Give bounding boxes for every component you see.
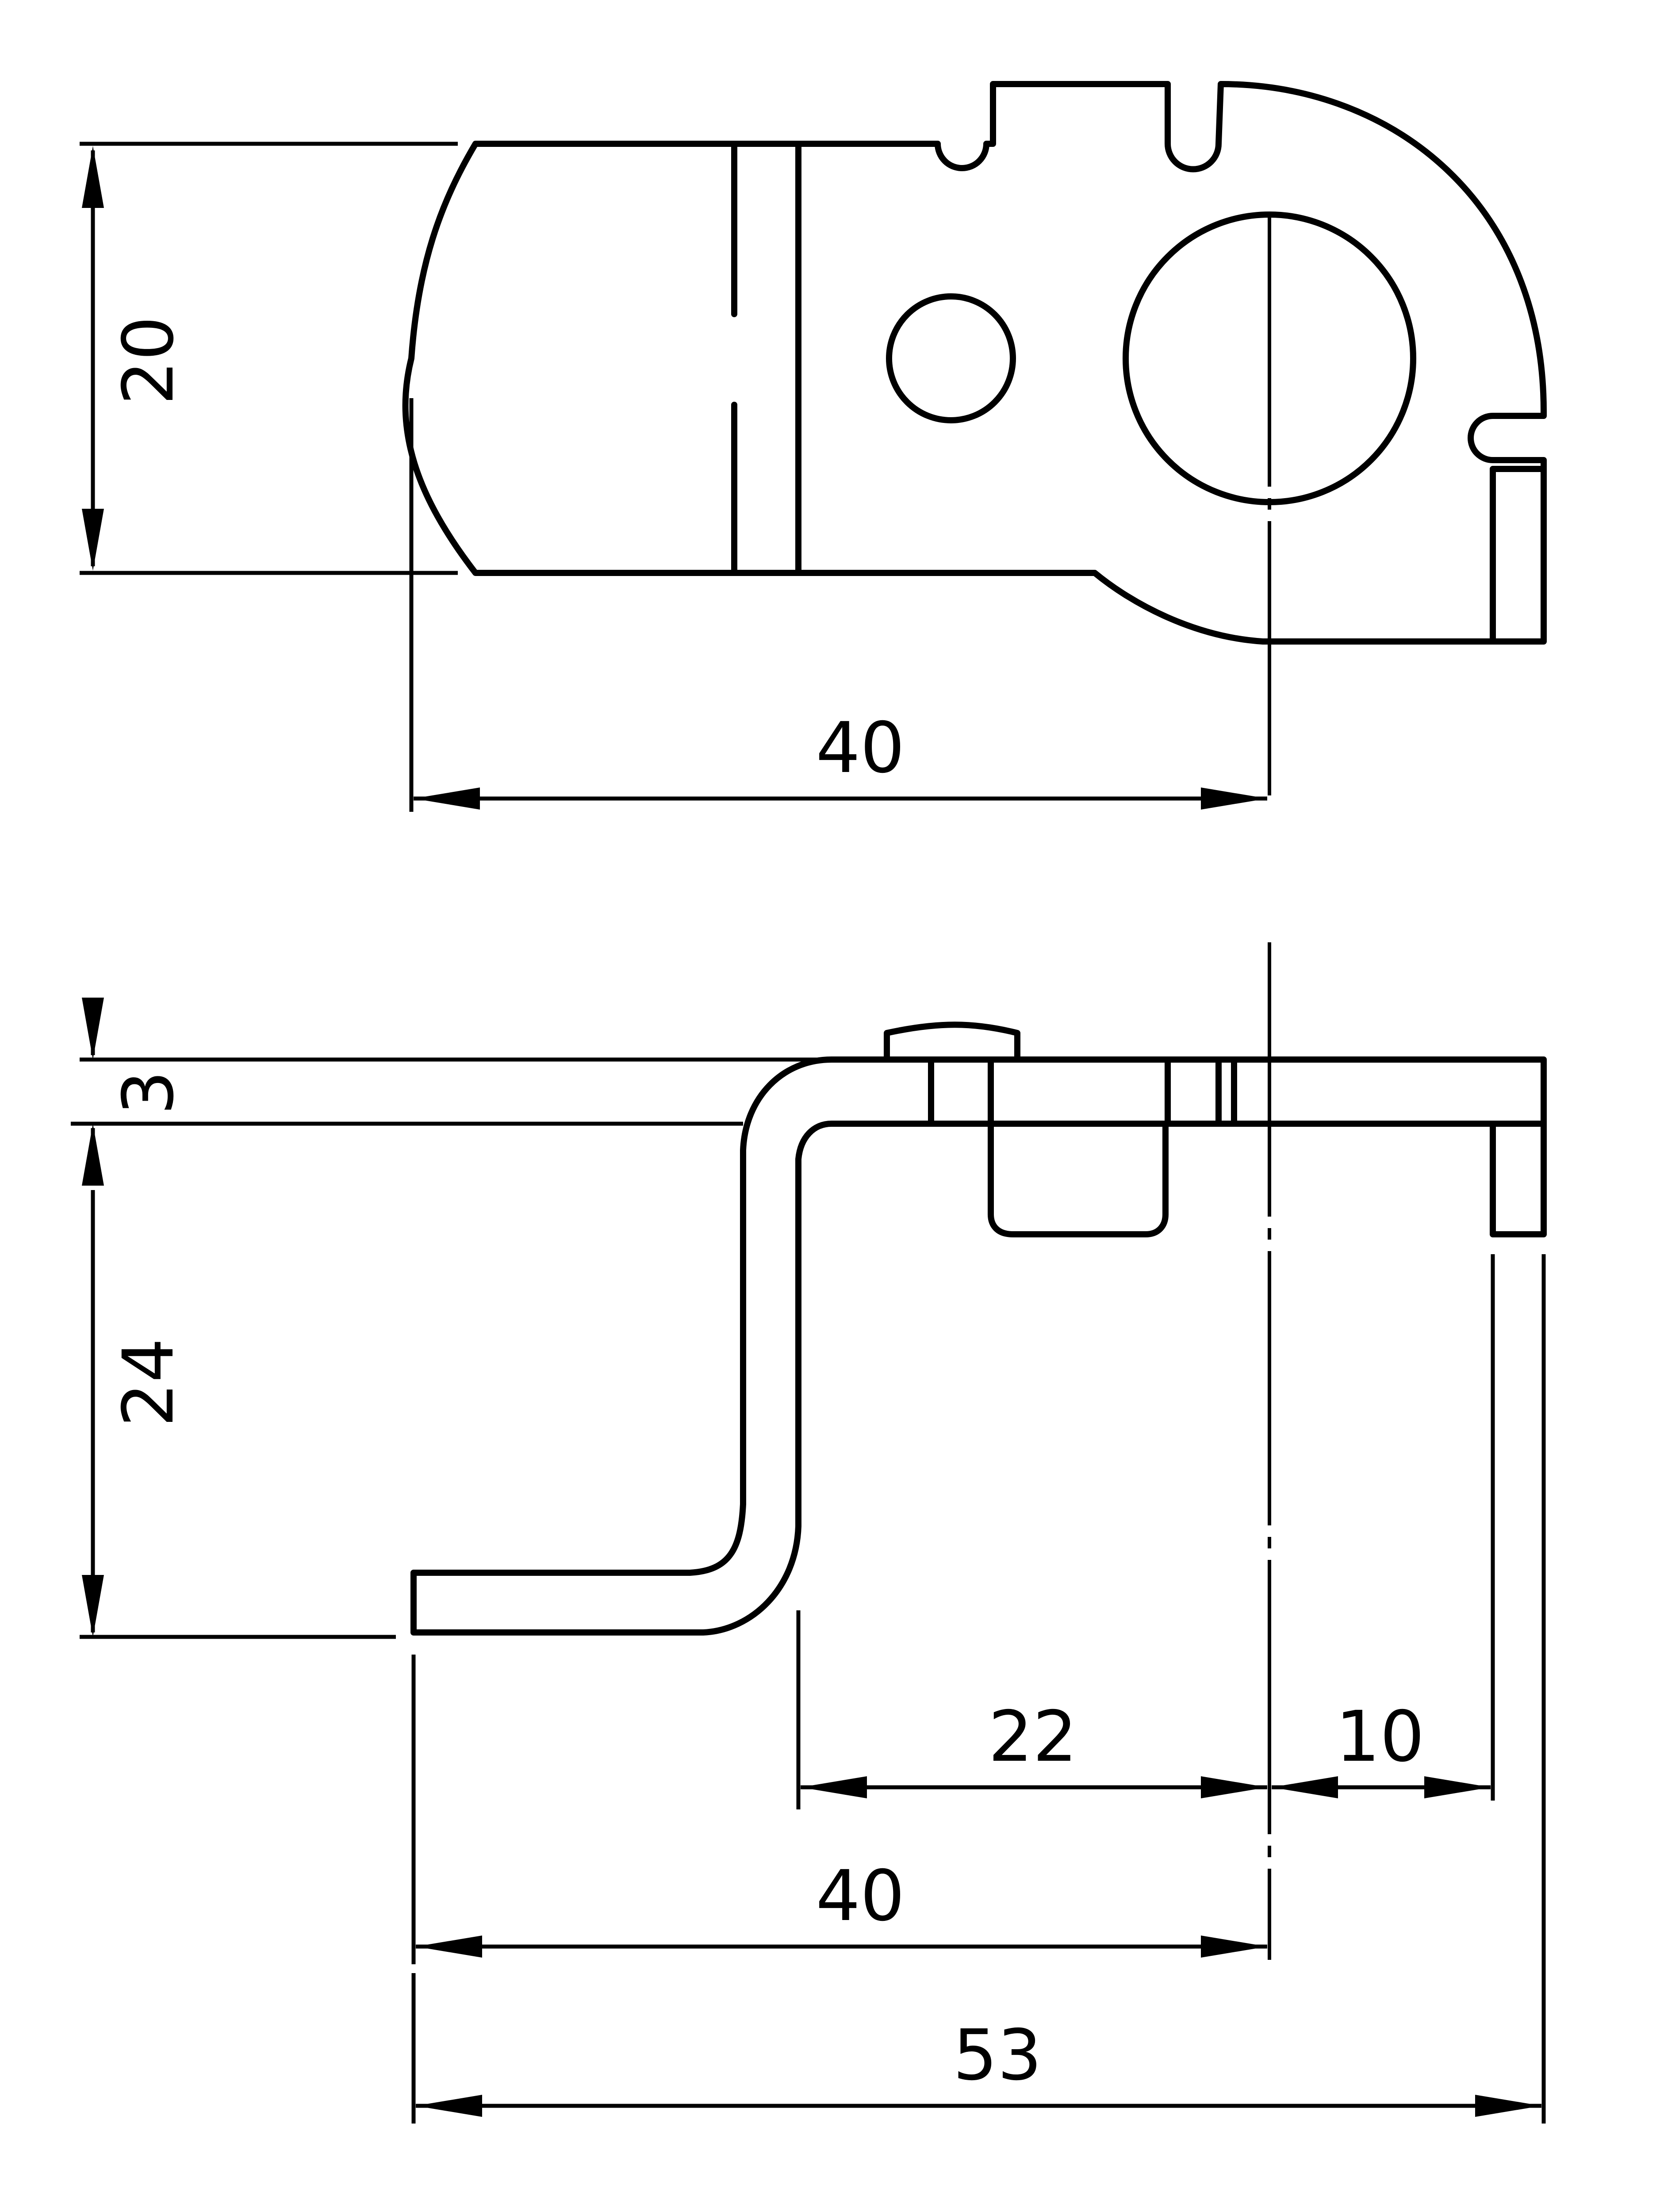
dim-width-40-top: 40: [409, 398, 1267, 812]
dim-thickness-3: 3: [71, 998, 823, 1186]
top-view: 20 40: [80, 81, 1547, 812]
dim-overall-53-text: 53: [953, 2015, 1042, 2096]
top-view-tab: [1490, 466, 1547, 645]
dim-span-22-text: 22: [988, 1696, 1077, 1778]
dim-drop-24-text: 24: [108, 1338, 189, 1427]
dim-span-22: 22: [796, 1610, 1267, 1809]
dim-width-40-top-text: 40: [816, 707, 905, 789]
dim-width-40-front: 40: [411, 1655, 1267, 1964]
dim-center-to-tab-10: 10: [1272, 1254, 1495, 1801]
dim-height-20: 20: [80, 142, 458, 575]
front-view-end-tab: [1490, 1121, 1547, 1237]
dim-thickness-3-text: 3: [108, 1071, 189, 1115]
front-view: 3 24 22 10: [71, 942, 1547, 2124]
front-view-hook: [988, 1121, 1169, 1237]
front-view-strip: [410, 1056, 1547, 1636]
dim-center-to-tab-10-text: 10: [1335, 1696, 1424, 1778]
dim-height-20-text: 20: [108, 316, 189, 405]
front-view-boss: [884, 1022, 1020, 1063]
dim-drop-24: 24: [80, 1190, 396, 1639]
small-hole: [886, 293, 1016, 423]
dim-overall-53: 53: [411, 1254, 1546, 2124]
dim-width-40-front-text: 40: [816, 1855, 905, 1937]
top-view-outline: [402, 81, 1547, 645]
